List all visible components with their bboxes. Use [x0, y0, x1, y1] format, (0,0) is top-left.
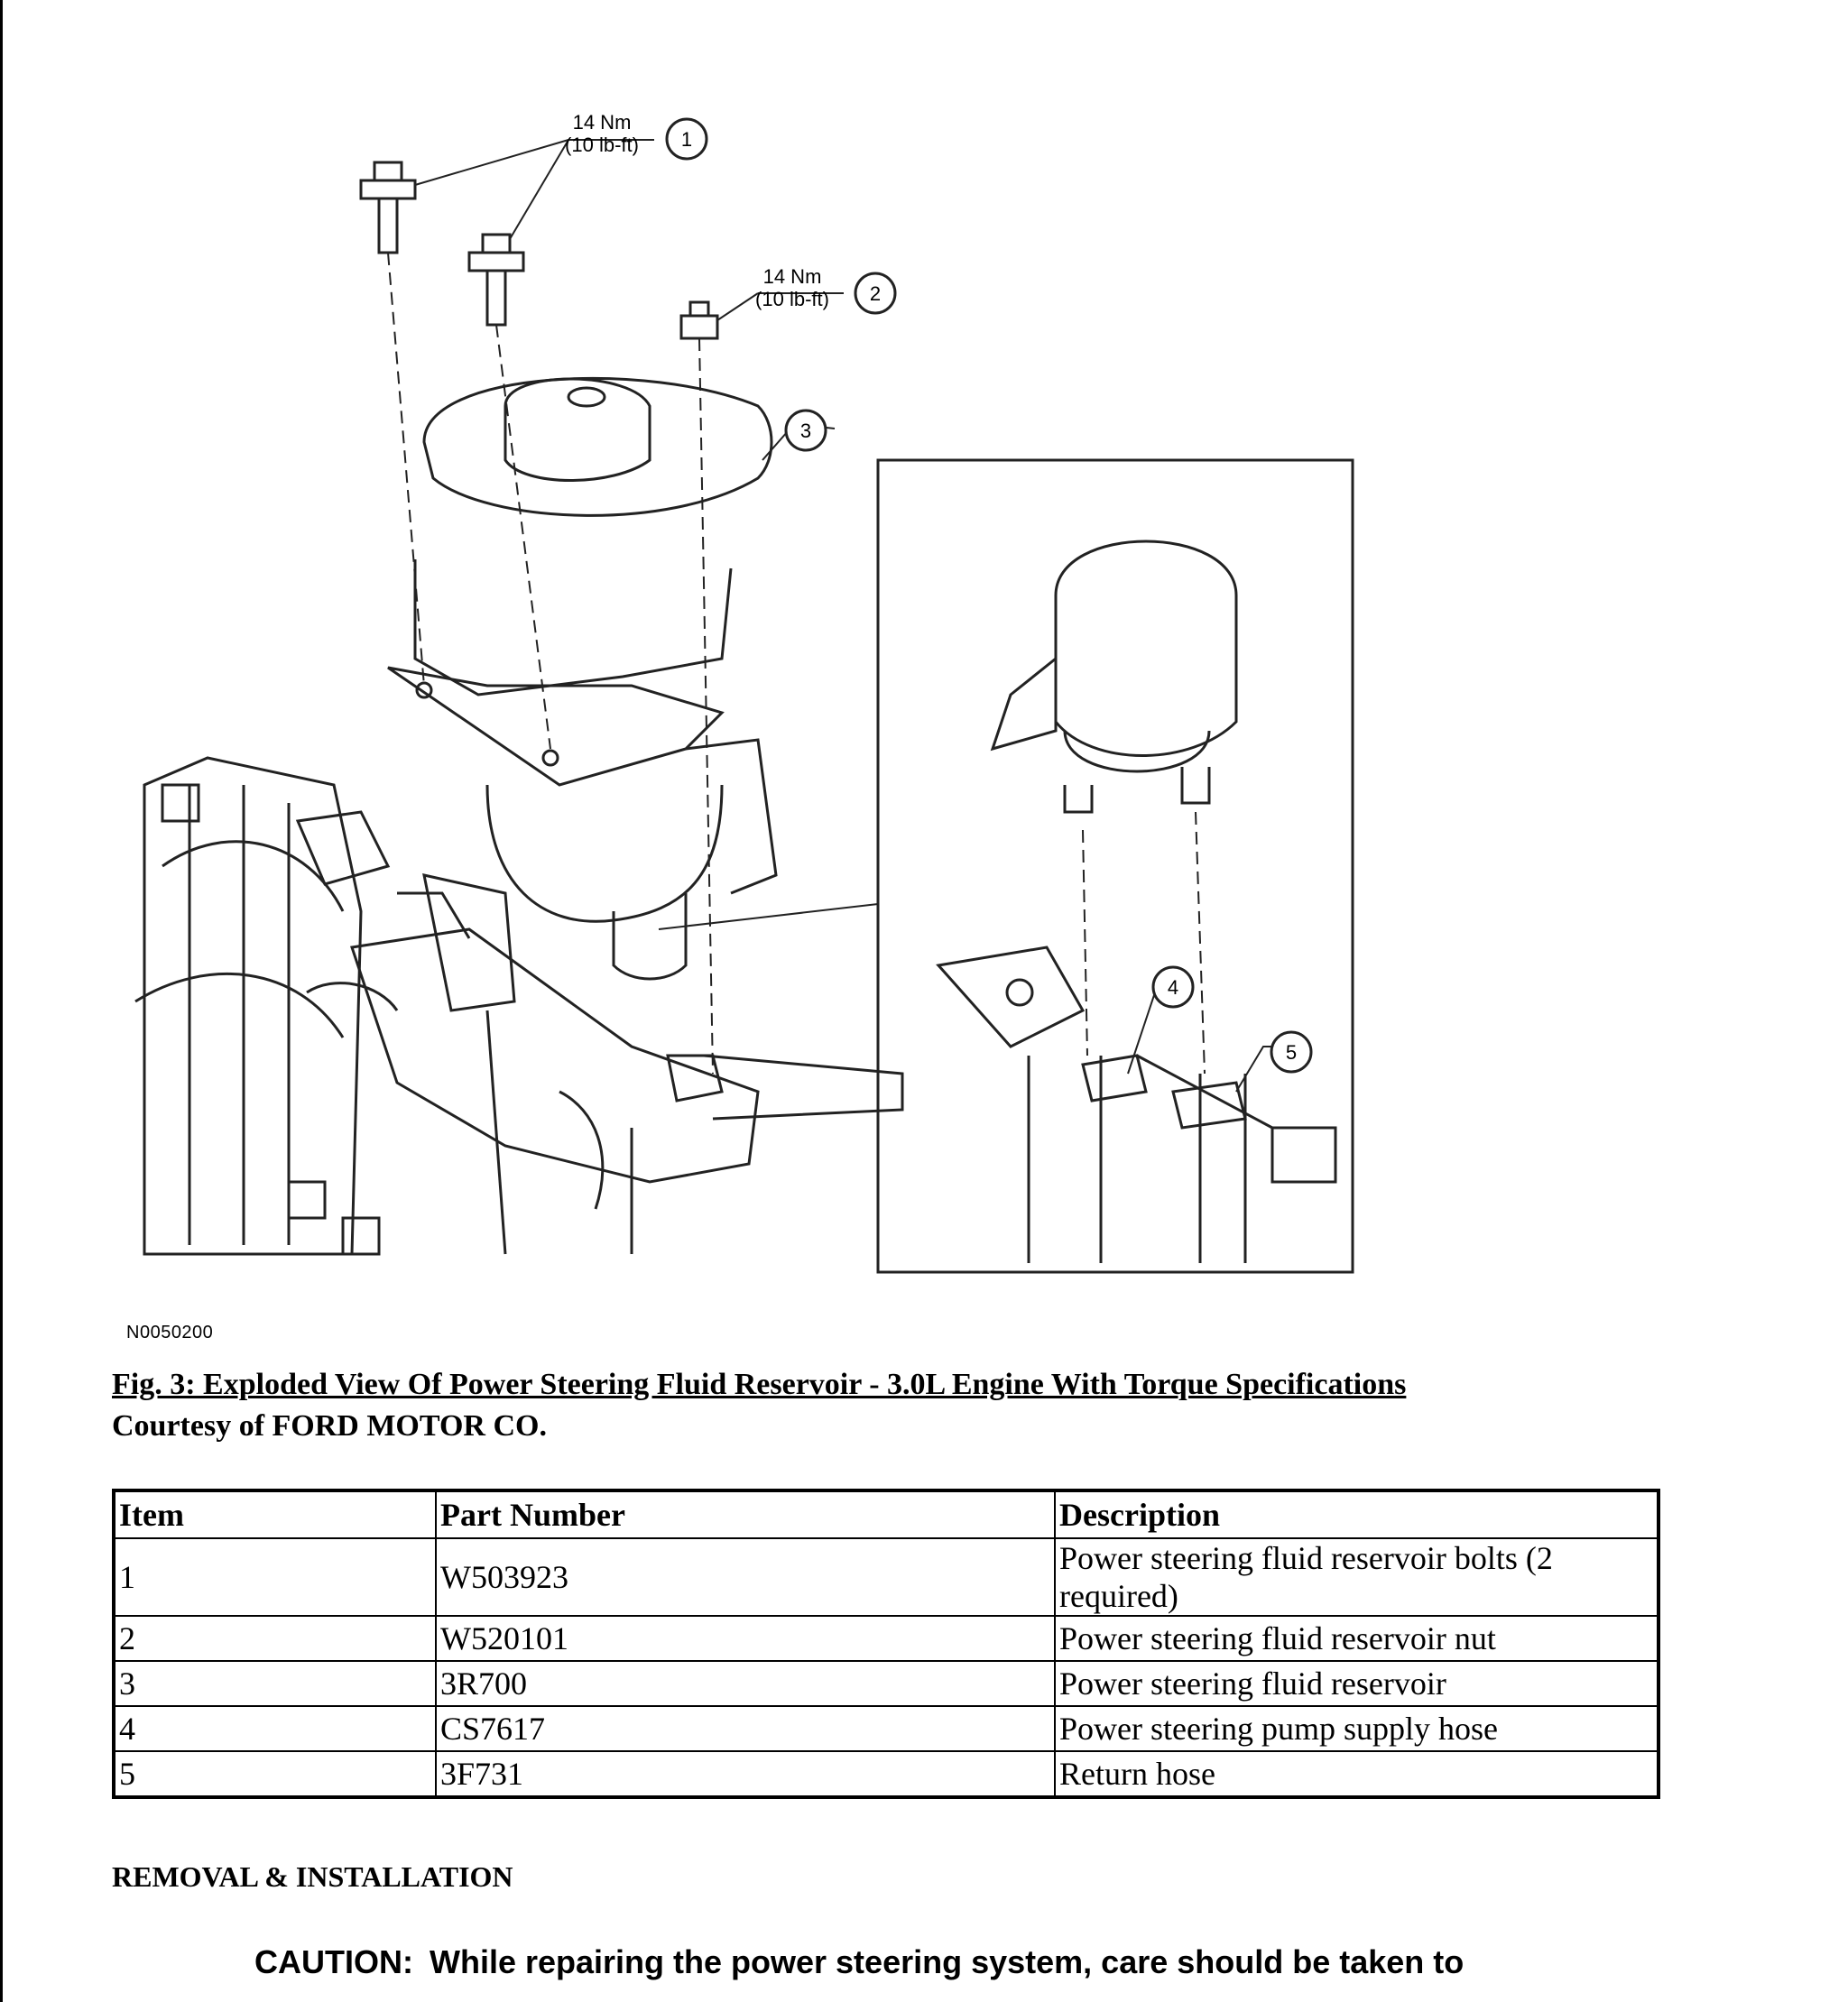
table-row: 5 3F731 Return hose — [113, 1750, 1659, 1798]
callout-2-torque-lbft: (10 lb-ft) — [755, 288, 829, 310]
header-description: Description — [1054, 1490, 1659, 1539]
table-row: 3 3R700 Power steering fluid reservoir — [113, 1660, 1659, 1707]
engine-bracket-drawing — [134, 756, 904, 1256]
table-row: 4 CS7617 Power steering pump supply hose — [113, 1705, 1659, 1752]
callout-3-number: 3 — [800, 420, 811, 442]
caution-note: CAUTION: While repairing the power steeri… — [254, 1943, 1464, 1981]
cell-item: 4 — [113, 1705, 437, 1752]
figure-caption: Fig. 3: Exploded View Of Power Steering … — [112, 1368, 1407, 1401]
page-left-border — [0, 0, 3, 2002]
callout-3-circle — [784, 409, 827, 452]
inset-reservoir-drawing — [936, 540, 1337, 1263]
header-part-number: Part Number — [435, 1490, 1056, 1539]
header-item: Item — [113, 1490, 437, 1539]
callout-2-number: 2 — [870, 282, 881, 305]
section-heading: REMOVAL & INSTALLATION — [112, 1860, 513, 1893]
cell-item: 3 — [113, 1660, 437, 1707]
callout-5-number: 5 — [1286, 1041, 1297, 1064]
reservoir-illustration: 1 2 3 4 5 14 Nm (10 lb-ft) 14 Nm (10 lb-… — [134, 111, 1354, 1274]
cell-part-number: W520101 — [435, 1615, 1056, 1662]
callout-2-circle — [854, 272, 897, 315]
figure-courtesy: Courtesy of FORD MOTOR CO. — [112, 1409, 547, 1443]
callout-2-torque-nm: 14 Nm — [763, 265, 822, 288]
cell-part-number: CS7617 — [435, 1705, 1056, 1752]
bolts-drawing — [359, 161, 719, 340]
figure-code: N0050200 — [126, 1323, 214, 1342]
exploded-view-figure: 1 2 3 4 5 14 Nm (10 lb-ft) 14 Nm (10 lb-… — [126, 99, 1390, 1308]
alignment-lines — [387, 252, 1206, 1075]
callout-1-torque-nm: 14 Nm — [573, 111, 632, 134]
callout-1-circle — [665, 117, 708, 161]
cell-part-number: W503923 — [435, 1537, 1056, 1617]
cell-item: 2 — [113, 1615, 437, 1662]
table-row: 1 W503923 Power steering fluid reservoir… — [113, 1537, 1659, 1617]
inset-frame — [876, 458, 1354, 1274]
leader-lines — [414, 139, 1281, 1093]
reservoir-body-drawing — [387, 376, 778, 981]
callout-1-number: 1 — [681, 128, 692, 151]
callout-1-torque-lbft: (10 lb-ft) — [565, 134, 639, 156]
callout-4-circle — [1151, 965, 1195, 1009]
callout-5-circle — [1270, 1030, 1313, 1074]
cell-part-number: 3R700 — [435, 1660, 1056, 1707]
cell-description: Power steering fluid reservoir — [1054, 1660, 1659, 1707]
parts-table: Item Part Number Description 1 W503923 P… — [112, 1489, 1660, 1799]
cell-description: Power steering fluid reservoir bolts (2 … — [1054, 1537, 1659, 1617]
cell-description: Return hose — [1054, 1750, 1659, 1798]
cell-item: 5 — [113, 1750, 437, 1798]
table-header-row: Item Part Number Description — [113, 1490, 1659, 1539]
cell-description: Power steering fluid reservoir nut — [1054, 1615, 1659, 1662]
cell-description: Power steering pump supply hose — [1054, 1705, 1659, 1752]
cell-item: 1 — [113, 1537, 437, 1617]
caution-text: While repairing the power steering syste… — [429, 1943, 1465, 1980]
caution-label: CAUTION: — [254, 1943, 413, 1980]
cell-part-number: 3F731 — [435, 1750, 1056, 1798]
table-row: 2 W520101 Power steering fluid reservoir… — [113, 1615, 1659, 1662]
callout-4-number: 4 — [1168, 976, 1178, 999]
